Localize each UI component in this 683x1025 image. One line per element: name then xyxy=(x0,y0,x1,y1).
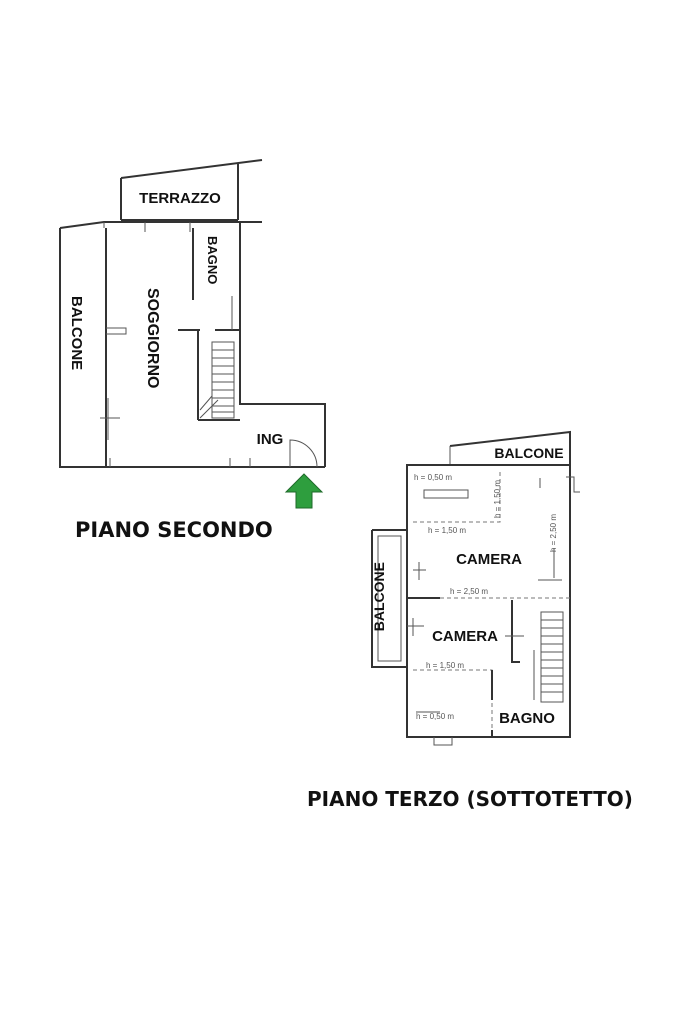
stair-icon xyxy=(199,341,235,419)
outer-wall-left-bottom xyxy=(59,228,325,468)
entrance-arrow-icon xyxy=(284,473,324,509)
height-note: h = 1,50 m xyxy=(428,526,466,535)
room-soggiorno: SOGGIORNO xyxy=(144,288,161,388)
terrazzo-roof-line xyxy=(120,159,263,179)
floor-title-third: PIANO TERZO (SOTTOTETTO) xyxy=(307,787,633,811)
height-note: h = 2,50 m xyxy=(549,514,558,552)
floor-title-second: PIANO SECONDO xyxy=(75,518,273,542)
room-camera-1: CAMERA xyxy=(456,551,522,568)
outer-wall-right xyxy=(239,222,326,467)
room-camera-2: CAMERA xyxy=(432,628,498,645)
height-note: h = 0,50 m xyxy=(416,712,454,721)
height-note: h = 0,50 m xyxy=(414,473,452,482)
room-balcone-top: BALCONE xyxy=(494,445,563,461)
door-swing-icon xyxy=(289,439,318,468)
terrazzo-walls xyxy=(120,164,239,221)
top-wall xyxy=(59,221,262,229)
outer-walls-third xyxy=(406,464,571,738)
room-terrazzo: TERRAZZO xyxy=(139,190,221,207)
height-note: h = 1,50 m xyxy=(493,480,502,518)
room-bagno: BAGNO xyxy=(205,236,220,284)
floor-plan-second: TERRAZZO BAGNO BALCONE SOGGIORNO ING xyxy=(59,159,326,509)
room-balcone-side: BALCONE xyxy=(371,562,387,631)
height-note: h = 1,50 m xyxy=(426,661,464,670)
balcone-top-outline xyxy=(449,430,571,465)
room-ing: ING xyxy=(257,431,284,448)
floor-plan-third: BALCONE CAMERA BALCONE CAMERA BAGNO h = … xyxy=(371,430,580,746)
room-bagno-third: BAGNO xyxy=(499,710,555,727)
room-balcone: BALCONE xyxy=(68,296,85,370)
stair-wall xyxy=(197,330,240,421)
height-note: h = 2,50 m xyxy=(450,587,488,596)
balcone-side-outline xyxy=(371,529,407,668)
stair-icon xyxy=(533,611,564,703)
